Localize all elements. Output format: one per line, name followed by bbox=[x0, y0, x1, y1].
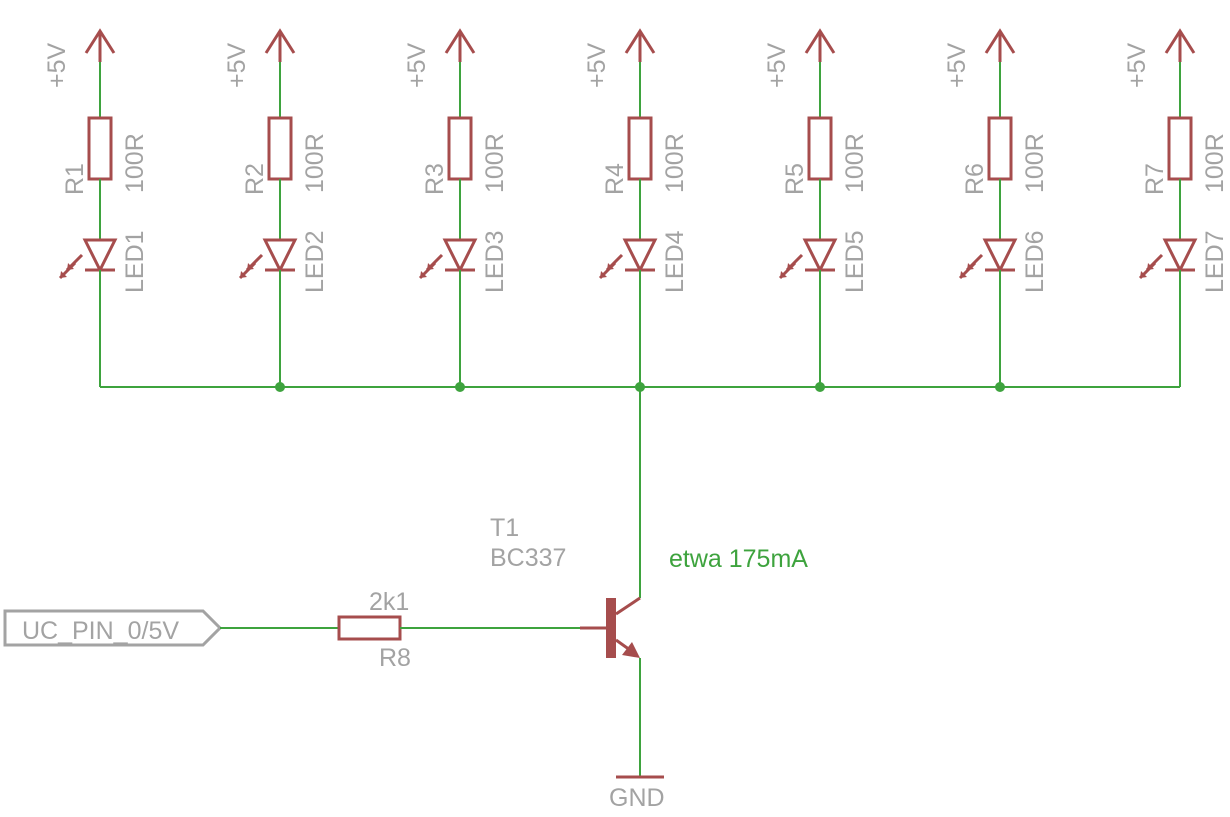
resistor-value: 100R bbox=[661, 133, 689, 193]
led-ref: LED3 bbox=[481, 230, 509, 293]
transistor: T1 BC337 bbox=[490, 514, 641, 658]
resistor-body bbox=[807, 116, 833, 181]
resistor-body bbox=[87, 116, 113, 181]
led-triangle-icon bbox=[622, 238, 658, 274]
supply-label: +5V bbox=[223, 42, 251, 88]
led-ref: LED1 bbox=[121, 230, 149, 293]
junction-dot bbox=[995, 382, 1005, 392]
led-triangle-icon bbox=[1162, 238, 1198, 274]
led-ray-arrowheads-icon bbox=[1140, 263, 1154, 278]
led-triangle-icon bbox=[82, 238, 118, 274]
resistor-body bbox=[987, 116, 1013, 181]
transistor-ref: T1 bbox=[490, 514, 519, 542]
supply-label: +5V bbox=[403, 42, 431, 88]
led-ray-arrowheads-icon bbox=[960, 263, 974, 278]
resistor-ref: R4 bbox=[601, 163, 629, 195]
input-port: UC_PIN_0/5V bbox=[3, 609, 223, 647]
resistor-ref: R1 bbox=[61, 163, 89, 195]
led-branch: +5V R6 100R LED6 bbox=[943, 28, 1049, 387]
ground-label: GND bbox=[609, 784, 665, 812]
transistor-base-bar bbox=[606, 598, 616, 658]
led-branch: +5V R5 100R LED5 bbox=[763, 28, 869, 387]
resistor-value: 100R bbox=[1201, 133, 1229, 193]
led-ray-arrowheads-icon bbox=[780, 263, 794, 278]
base-resistor-value: 2k1 bbox=[369, 588, 409, 616]
current-note: etwa 175mA bbox=[669, 545, 808, 573]
supply-label: +5V bbox=[943, 42, 971, 88]
junction-dot bbox=[635, 382, 645, 392]
junction-dot bbox=[815, 382, 825, 392]
bus-junctions bbox=[275, 382, 1005, 392]
base-resistor: 2k1 R8 bbox=[337, 588, 411, 672]
supply-label: +5V bbox=[763, 42, 791, 88]
led-branch: +5V R4 100R LED4 bbox=[583, 28, 689, 387]
resistor-body bbox=[1167, 116, 1193, 181]
resistor-ref: R6 bbox=[961, 163, 989, 195]
led-ray-arrowheads-icon bbox=[60, 263, 74, 278]
led-ref: LED4 bbox=[661, 230, 689, 293]
input-port-label: UC_PIN_0/5V bbox=[22, 617, 179, 645]
supply-label: +5V bbox=[583, 42, 611, 88]
resistor-body bbox=[267, 116, 293, 181]
resistor-value: 100R bbox=[481, 133, 509, 193]
led-branch: +5V R3 100R LED3 bbox=[403, 28, 509, 387]
led-triangle-icon bbox=[802, 238, 838, 274]
led-ray-arrowheads-icon bbox=[420, 263, 434, 278]
resistor-ref: R2 bbox=[241, 163, 269, 195]
resistor-value: 100R bbox=[121, 133, 149, 193]
transistor-part: BC337 bbox=[490, 544, 566, 572]
resistor-body bbox=[627, 116, 653, 181]
led-ref: LED2 bbox=[301, 230, 329, 293]
led-ray-arrowheads-icon bbox=[240, 263, 254, 278]
resistor-value: 100R bbox=[1021, 133, 1049, 193]
junction-dot bbox=[275, 382, 285, 392]
led-triangle-icon bbox=[442, 238, 478, 274]
ground-symbol: GND bbox=[609, 775, 665, 812]
base-resistor-ref: R8 bbox=[379, 644, 411, 672]
resistor-ref: R5 bbox=[781, 163, 809, 195]
input-port-flag bbox=[3, 609, 223, 647]
led-ref: LED6 bbox=[1021, 230, 1049, 293]
base-resistor-body bbox=[337, 615, 402, 641]
led-ref: LED7 bbox=[1201, 230, 1229, 293]
led-branch: +5V R7 100R LED7 bbox=[1123, 28, 1229, 387]
resistor-value: 100R bbox=[841, 133, 869, 193]
led-triangle-icon bbox=[982, 238, 1018, 274]
led-branch: +5V R2 100R LED2 bbox=[223, 28, 329, 387]
emitter-arrow-icon bbox=[622, 642, 640, 658]
resistor-ref: R7 bbox=[1141, 163, 1169, 195]
resistor-ref: R3 bbox=[421, 163, 449, 195]
resistor-value: 100R bbox=[301, 133, 329, 193]
supply-label: +5V bbox=[1123, 42, 1151, 88]
led-ray-arrowheads-icon bbox=[600, 263, 614, 278]
led-triangle-icon bbox=[262, 238, 298, 274]
led-branch: +5V R1 100R LED1 bbox=[43, 28, 149, 387]
resistor-body bbox=[447, 116, 473, 181]
supply-label: +5V bbox=[43, 42, 71, 88]
led-ref: LED5 bbox=[841, 230, 869, 293]
junction-dot bbox=[455, 382, 465, 392]
transistor-collector-lead bbox=[615, 596, 641, 616]
